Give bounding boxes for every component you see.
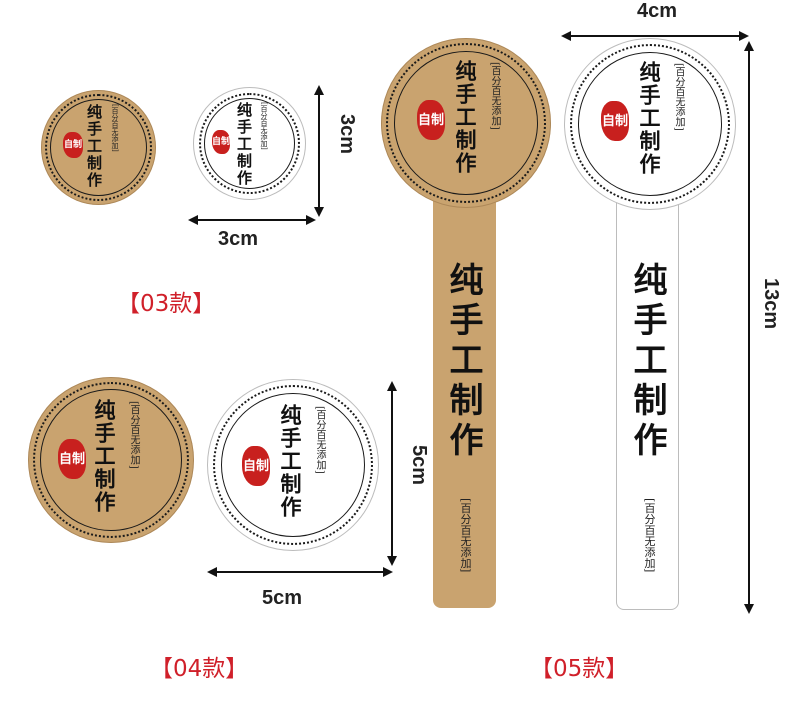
long-height-label: 13cm: [760, 278, 782, 330]
red-seal-stamp: 自制: [63, 132, 83, 158]
arrow-up-icon: [314, 85, 324, 95]
small-white-sticker: 纯手工制作 百分百无添加 自制: [193, 87, 306, 200]
sticker-border: [578, 52, 722, 196]
sticker-subtitle: 百分百无添加: [111, 104, 119, 151]
red-seal-stamp: 自制: [417, 100, 445, 140]
arrow-down-icon: [387, 556, 397, 566]
width-dimension-line: [214, 571, 384, 573]
sticker-title: 纯手工制作: [85, 104, 103, 189]
arrow-down-icon: [744, 604, 754, 614]
sticker-border: [213, 385, 373, 545]
sticker-title: 纯手工制作: [92, 399, 117, 514]
tab-subtitle: 百分百无添加: [643, 498, 656, 573]
arrow-right-icon: [383, 567, 393, 577]
arrow-left-icon: [188, 215, 198, 225]
sticker-border: [570, 44, 730, 204]
arrow-right-icon: [306, 215, 316, 225]
sticker-border: [50, 99, 147, 196]
red-seal-stamp: 自制: [601, 101, 629, 141]
sticker-title: 纯手工制作: [453, 60, 478, 175]
height-dimension-line: [748, 48, 750, 606]
sticker-border: [40, 389, 182, 531]
sticker-title: 纯手工制作: [235, 102, 253, 187]
medium-width-label: 5cm: [262, 587, 303, 609]
sticker-subtitle: 百分百无添加: [260, 102, 268, 149]
sticker-border: [204, 98, 295, 189]
seal-text: 自制: [242, 458, 269, 474]
sticker-subtitle: 百分百无添加: [314, 406, 325, 474]
sticker-border: [33, 382, 189, 538]
kraft-tab-sticker-head: 纯手工制作 百分百无添加 自制: [381, 38, 551, 208]
small-width-label: 3cm: [218, 228, 259, 250]
sticker-border: [199, 93, 300, 194]
width-dimension-line: [568, 35, 740, 37]
arrow-left-icon: [561, 31, 571, 41]
red-seal-stamp: 自制: [212, 130, 230, 154]
red-seal-stamp: 自制: [58, 439, 86, 479]
sticker-title: 纯手工制作: [637, 61, 662, 176]
white-tab-sticker-head: 纯手工制作 百分百无添加 自制: [564, 38, 736, 210]
sticker-subtitle: 百分百无添加: [673, 63, 684, 131]
seal-text: 自制: [417, 112, 444, 128]
height-dimension-line: [318, 92, 320, 208]
seal-text: 自制: [63, 139, 82, 150]
sticker-title: 纯手工制作: [278, 404, 303, 519]
small-kraft-sticker: 纯手工制作 百分百无添加 自制: [41, 90, 156, 205]
long-width-label: 4cm: [637, 0, 678, 22]
medium-white-sticker: 纯手工制作 百分百无添加 自制: [207, 379, 379, 551]
arrow-down-icon: [314, 207, 324, 217]
sticker-border: [221, 393, 365, 537]
sticker-subtitle: 百分百无添加: [489, 62, 500, 130]
small-height-label: 3cm: [336, 114, 358, 155]
tab-subtitle: 百分百无添加: [459, 498, 472, 573]
sticker-subtitle: 百分百无添加: [128, 401, 139, 469]
seal-text: 自制: [601, 113, 628, 129]
arrow-left-icon: [207, 567, 217, 577]
tab-title: 纯手工制作: [627, 262, 667, 462]
width-dimension-line: [195, 219, 307, 221]
sticker-border: [386, 43, 546, 203]
medium-height-label: 5cm: [408, 445, 430, 486]
arrow-right-icon: [739, 31, 749, 41]
height-dimension-line: [391, 388, 393, 558]
style-05-label: 【05款】: [530, 656, 629, 682]
style-03-label: 【03款】: [117, 291, 216, 317]
seal-text: 自制: [58, 451, 85, 467]
medium-kraft-sticker: 纯手工制作 百分百无添加 自制: [28, 377, 194, 543]
sticker-border: [45, 94, 152, 201]
sticker-border: [394, 51, 538, 195]
arrow-up-icon: [744, 41, 754, 51]
tab-title: 纯手工制作: [443, 262, 483, 462]
red-seal-stamp: 自制: [242, 446, 270, 486]
arrow-up-icon: [387, 381, 397, 391]
seal-text: 自制: [212, 136, 231, 147]
style-04-label: 【04款】: [150, 656, 249, 682]
